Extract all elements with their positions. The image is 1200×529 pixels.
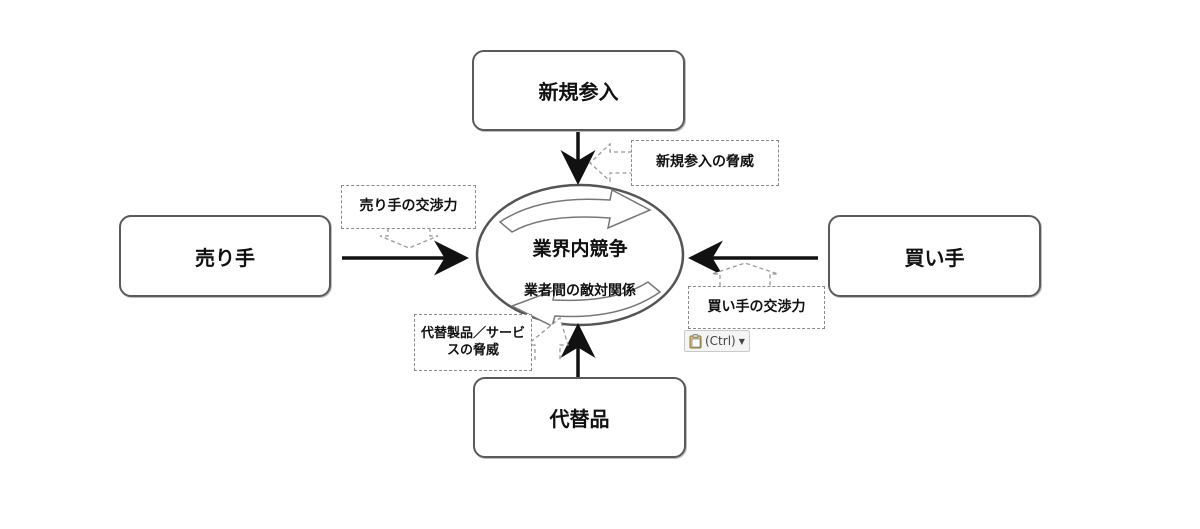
- note-threat-substitutes: 代替製品／サービスの脅威: [414, 314, 532, 371]
- paste-options-button[interactable]: (Ctrl) ▼: [684, 330, 750, 352]
- box-suppliers-label: 売り手: [195, 245, 255, 270]
- box-new-entrants: 新規参入: [472, 50, 685, 131]
- dropdown-caret-icon: ▼: [738, 336, 745, 346]
- box-buyers: 買い手: [828, 215, 1041, 297]
- note-threat-substitutes-label: 代替製品／サービスの脅威: [420, 326, 525, 358]
- note-buyer-power: 買い手の交渉力: [688, 286, 825, 329]
- dashed-arrow-left: [379, 228, 439, 249]
- box-substitutes: 代替品: [473, 377, 686, 458]
- note-buyer-power-label: 買い手の交渉力: [707, 298, 806, 315]
- note-supplier-power-label: 売り手の交渉力: [359, 198, 458, 215]
- dashed-arrow-top: [589, 142, 632, 183]
- box-suppliers: 売り手: [119, 215, 331, 297]
- dashed-arrow-right: [711, 262, 779, 286]
- box-buyers-label: 買い手: [904, 245, 965, 270]
- dashed-arrow-bottom: [525, 316, 569, 360]
- box-new-entrants-label: 新規参入: [538, 80, 619, 104]
- note-threat-new-entrants: 新規参入の脅威: [631, 140, 779, 186]
- cycle-arrow-bottom: [510, 281, 662, 328]
- box-substitutes-label: 代替品: [549, 407, 610, 431]
- center-subtitle: 業者間の敵対関係: [524, 283, 636, 299]
- note-threat-new-entrants-label: 新規参入の脅威: [656, 154, 754, 171]
- clipboard-icon: [689, 333, 702, 349]
- note-supplier-power: 売り手の交渉力: [341, 185, 476, 229]
- cycle-arrow-top: [498, 188, 652, 233]
- paste-options-label: (Ctrl): [705, 334, 736, 348]
- center-title: 業界内競争: [532, 238, 628, 260]
